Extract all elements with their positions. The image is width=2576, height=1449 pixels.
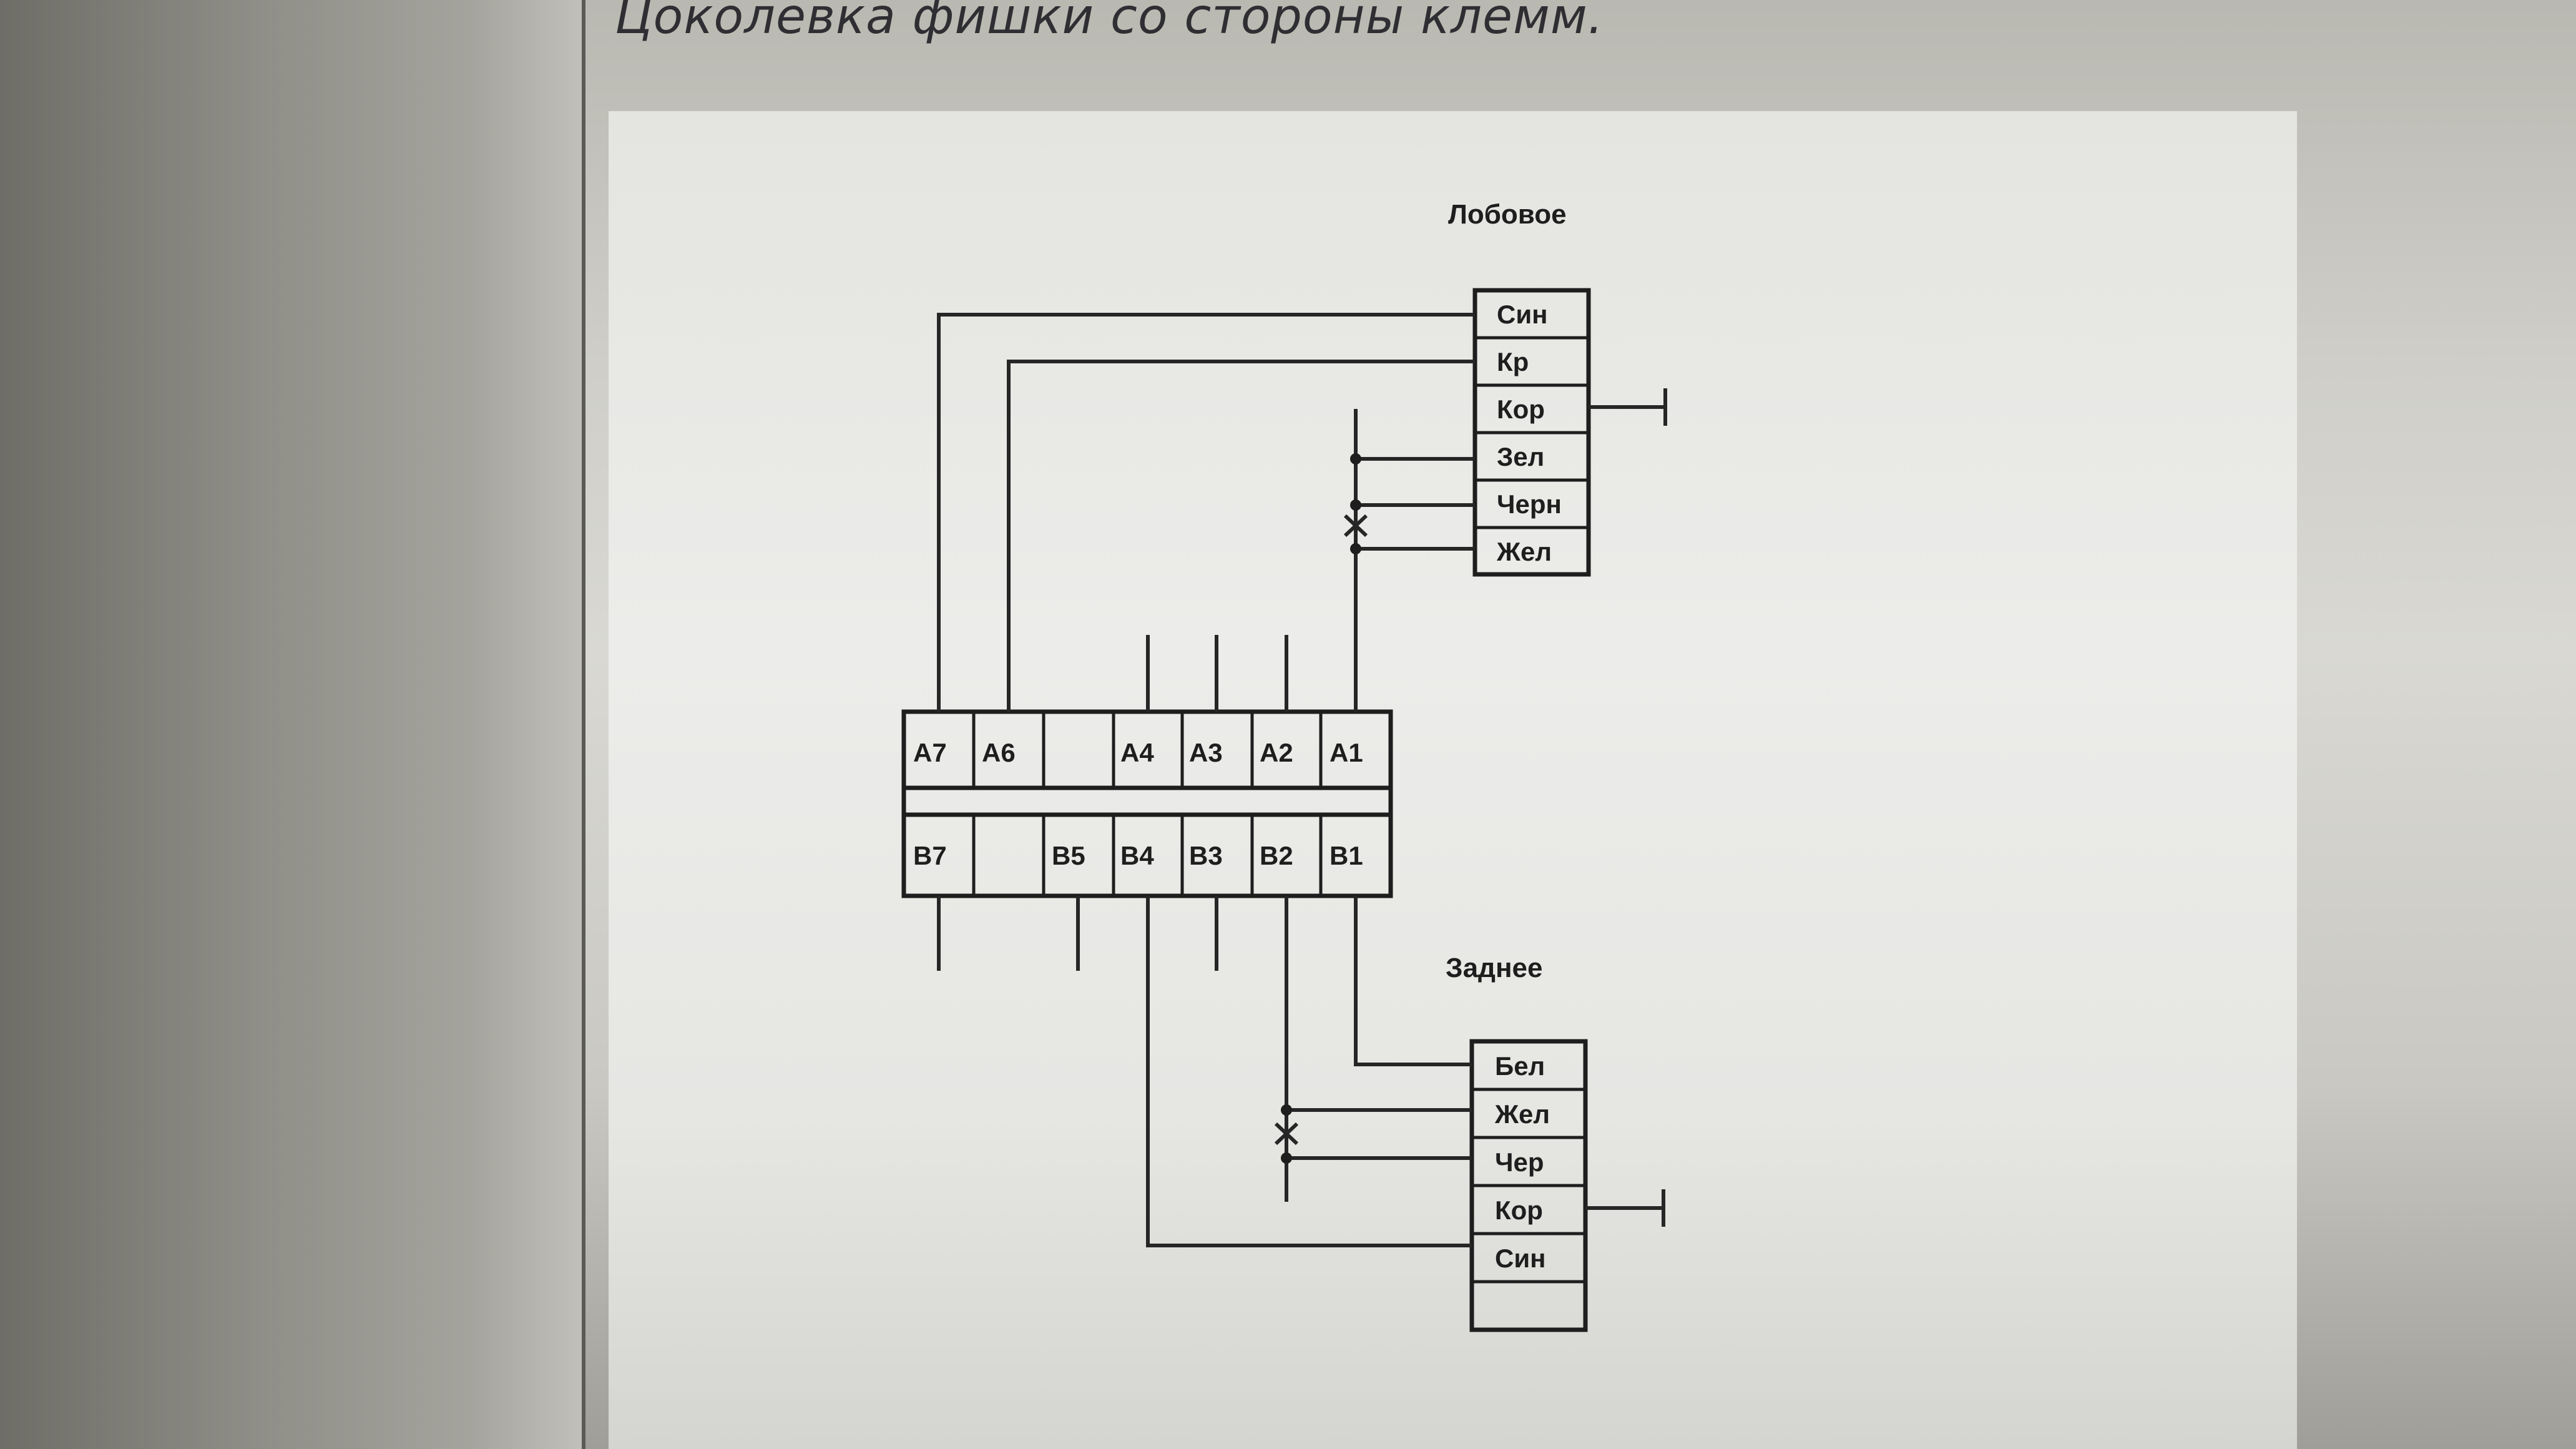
- rear-group-title: Заднее: [1446, 953, 1542, 983]
- front-pin-label: Жел: [1496, 537, 1552, 566]
- wire-b4-rear-blue: [1146, 896, 1472, 1247]
- junction-dot: [1350, 543, 1361, 554]
- wire-a6-front-red: [1007, 360, 1475, 712]
- junction-dot: [1350, 499, 1361, 511]
- plug-pin-b-label: B7: [913, 841, 947, 870]
- front-connector: Син Кр Кор Зел Черн Жел: [1472, 288, 1591, 577]
- rear-pin-label: Чер: [1495, 1147, 1544, 1177]
- rear-pin-label: Жел: [1494, 1099, 1550, 1129]
- ground-icon: [1585, 1189, 1665, 1227]
- junction-dot: [1350, 453, 1361, 464]
- plug-pin-b-label: B1: [1330, 841, 1363, 870]
- plug-pin-b-label: B4: [1120, 841, 1154, 870]
- junction-dot: [1281, 1152, 1292, 1164]
- column-divider: [582, 0, 585, 1449]
- rear-wiring: [937, 896, 1665, 1247]
- front-pin-label: Син: [1497, 300, 1548, 329]
- front-group-title: Лобовое: [1448, 199, 1567, 230]
- wire-a7-front-blue: [937, 313, 1475, 712]
- crossing-mark-icon: [1343, 514, 1368, 538]
- front-pin-label: Кор: [1497, 395, 1545, 424]
- front-pin-label: Черн: [1497, 489, 1562, 519]
- plug-pin-a-label: A3: [1189, 738, 1223, 767]
- main-plug: A7 A6 A4 A3 A2 A1 B7 B5 B4 B3 B2 B1: [901, 709, 1393, 898]
- crossing-mark-icon: [1274, 1122, 1299, 1146]
- plug-pin-a-label: A7: [913, 738, 947, 767]
- ground-icon: [1589, 388, 1667, 426]
- front-pin-label: Кр: [1497, 347, 1529, 376]
- plug-pin-b-label: B3: [1189, 841, 1223, 870]
- rear-pin-label: Син: [1495, 1244, 1546, 1273]
- left-page-margin: [0, 0, 584, 1449]
- figure-panel: [609, 111, 2297, 1449]
- front-wiring: [937, 313, 1667, 712]
- plug-pin-a-label: A6: [982, 738, 1016, 767]
- page-heading: Цоколевка фишки со стороны клемм.: [615, 0, 1604, 45]
- rear-connector: Бел Жел Чер Кор Син: [1469, 1039, 1588, 1332]
- rear-pin-label: Кор: [1495, 1196, 1543, 1225]
- wire-b1-rear-white: [1354, 896, 1472, 1066]
- plug-pin-b-label: B5: [1052, 841, 1085, 870]
- junction-dot: [1281, 1104, 1292, 1116]
- front-pin-label: Зел: [1497, 442, 1544, 471]
- plug-pin-a-label: A2: [1260, 738, 1293, 767]
- plug-pin-b-label: B2: [1260, 841, 1293, 870]
- plug-pin-a-label: A1: [1330, 738, 1363, 767]
- rear-pin-label: Бел: [1495, 1051, 1545, 1081]
- plug-pin-a-label: A4: [1120, 738, 1154, 767]
